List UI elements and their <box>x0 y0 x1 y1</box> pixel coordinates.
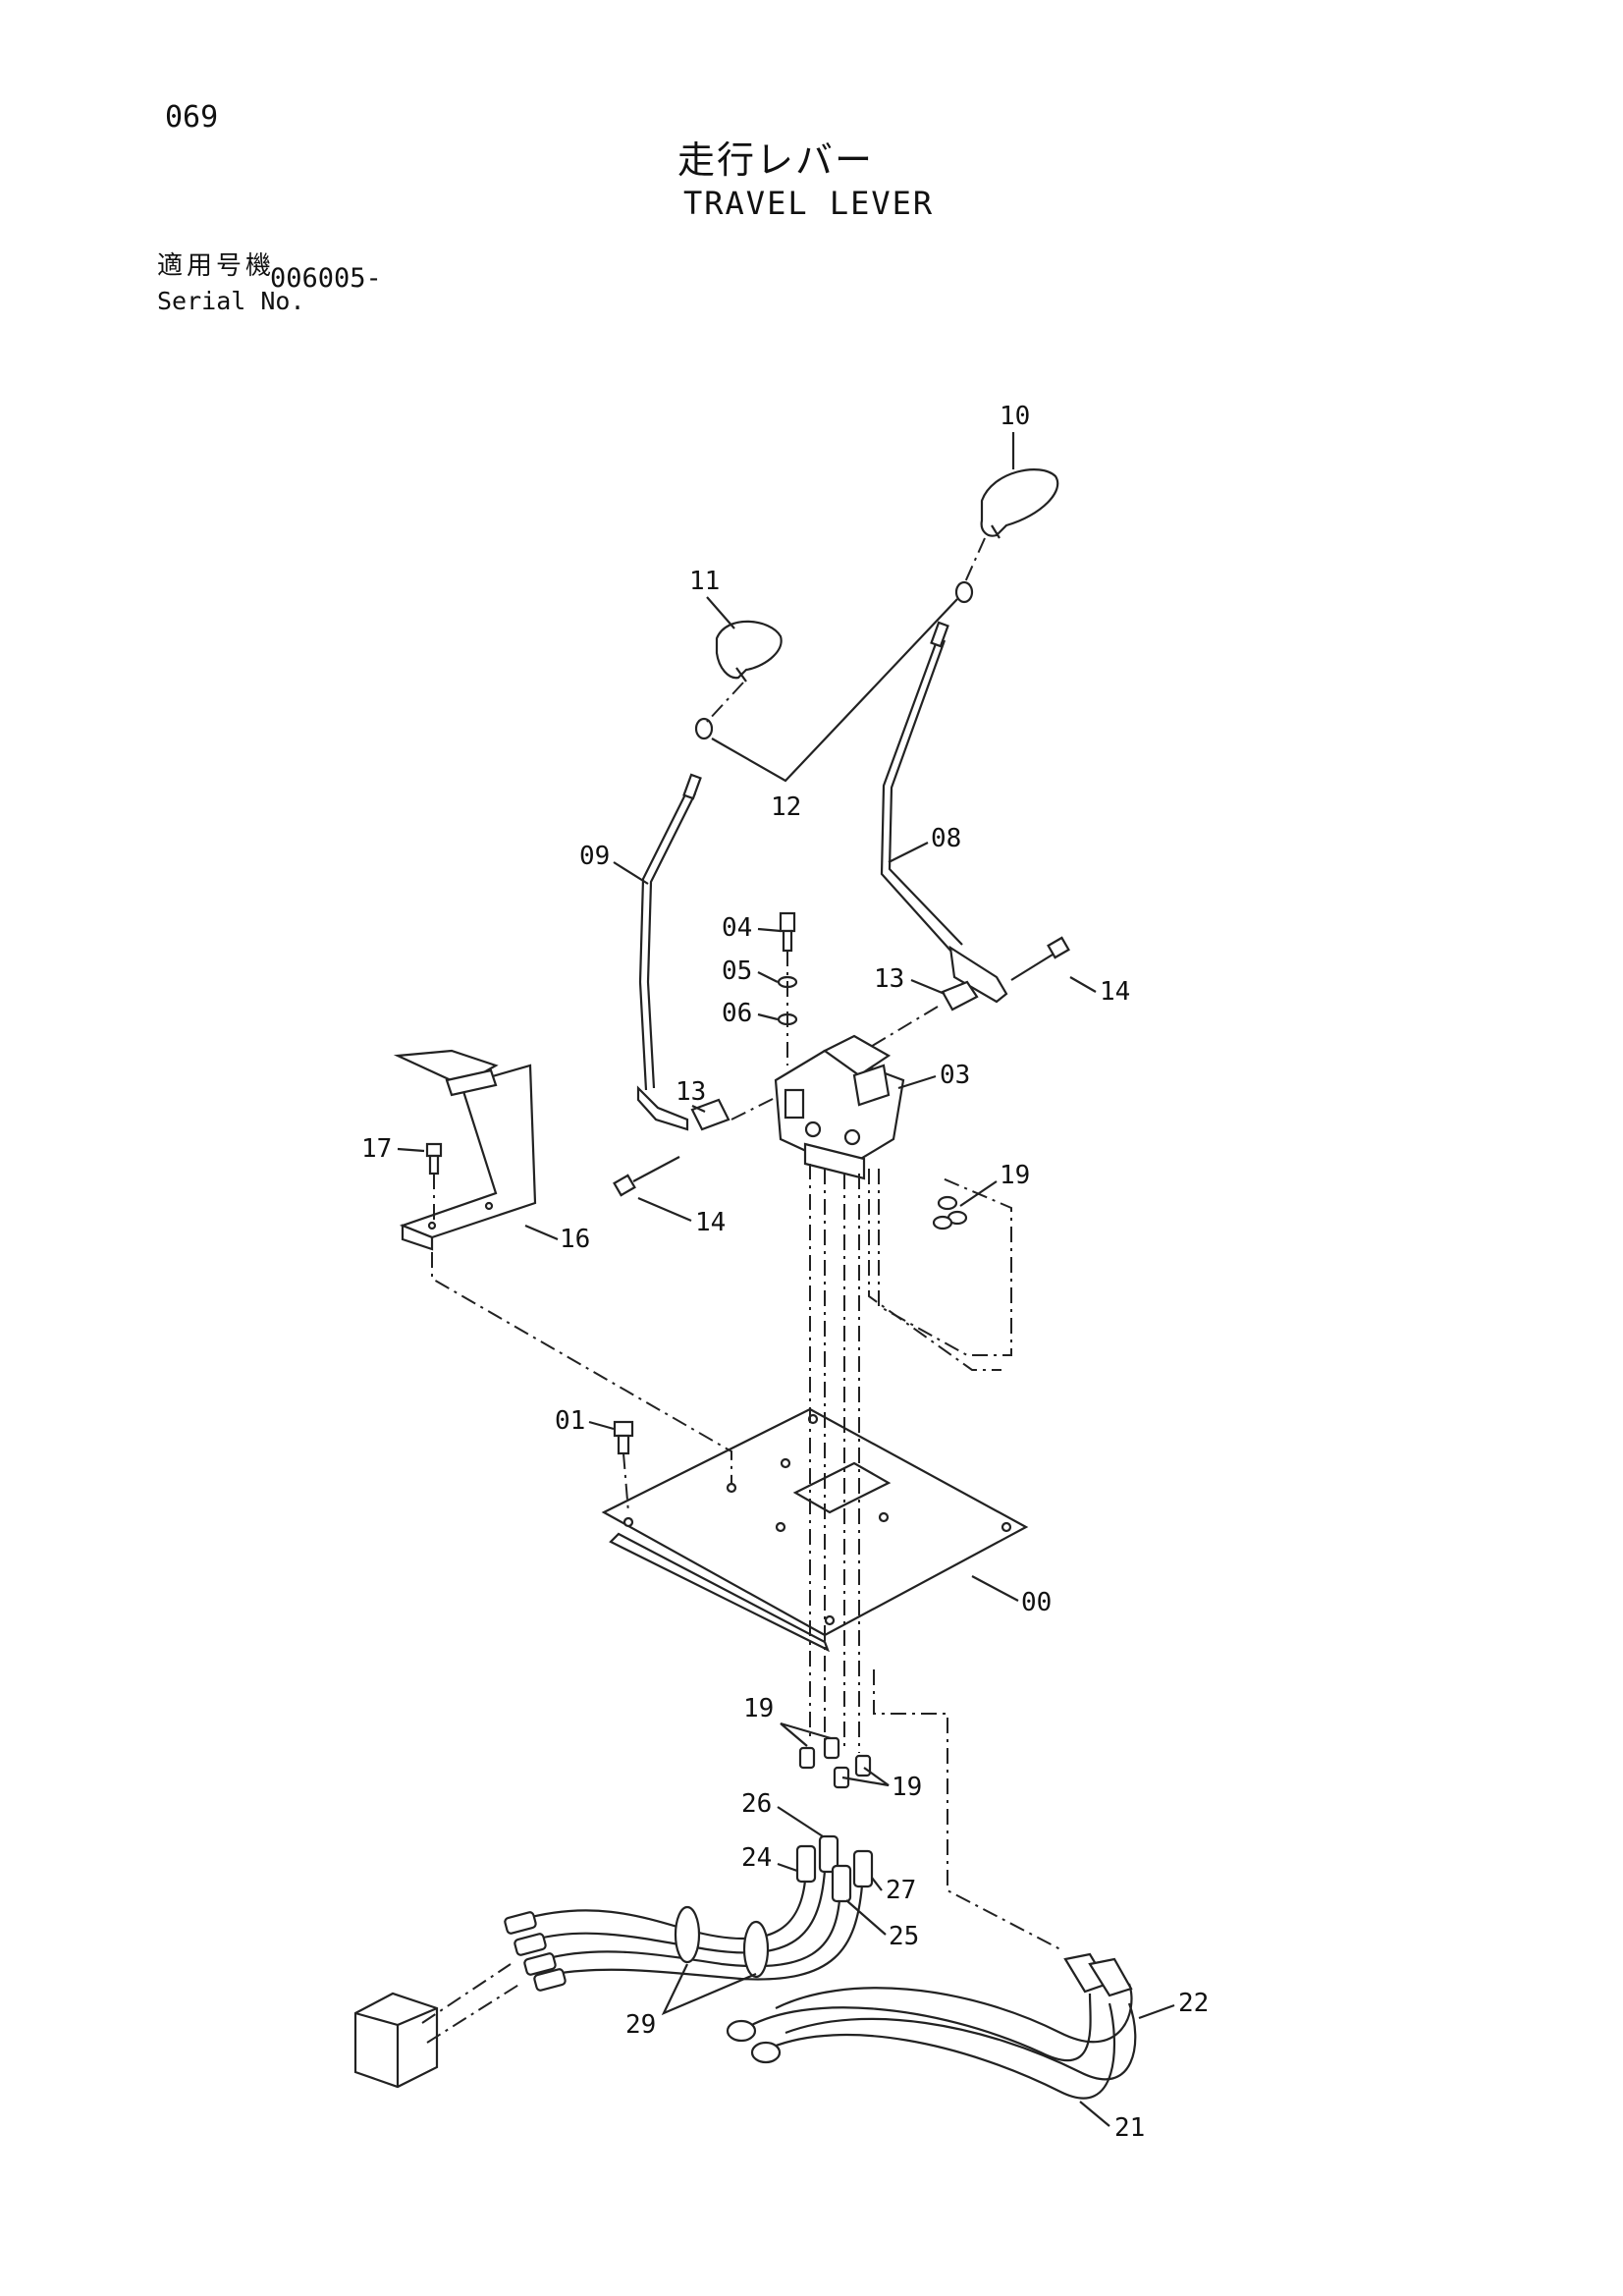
callout-line-14-left <box>637 1196 692 1223</box>
callout-line-13-left <box>691 1105 706 1113</box>
fittings-19-top <box>932 1195 968 1230</box>
applicable-model-label: 適用号機 <box>157 251 276 281</box>
callout-line-06 <box>757 1012 779 1021</box>
callout-05: 05 <box>722 957 752 986</box>
callout-25: 25 <box>889 1922 919 1951</box>
callout-line-19-mid <box>780 1722 832 1747</box>
knob-10 <box>980 468 1059 539</box>
callout-line-03 <box>897 1074 937 1090</box>
lever-08 <box>880 621 1008 1004</box>
callout-00: 00 <box>1021 1588 1052 1617</box>
knob-11 <box>715 620 783 683</box>
callout-26: 26 <box>741 1789 772 1819</box>
callout-line-26 <box>777 1806 824 1837</box>
callout-line-13-right <box>910 978 946 996</box>
callout-line-11 <box>706 596 735 629</box>
callout-14-right: 14 <box>1100 977 1130 1007</box>
leader-13-right <box>863 1006 939 1052</box>
callout-line-00 <box>971 1575 1019 1602</box>
callout-line-24 <box>777 1862 798 1873</box>
collar-13-left <box>690 1098 730 1131</box>
callout-19-mid: 19 <box>743 1694 774 1723</box>
callout-line-01 <box>588 1420 615 1431</box>
page-title-japanese: 走行レバー <box>677 138 875 182</box>
callout-line-19-top <box>959 1180 998 1207</box>
leader-knob11 <box>706 682 744 723</box>
callout-19-top: 19 <box>1000 1161 1030 1190</box>
hose-fittings-24-27 <box>795 1834 874 1903</box>
nut-12-right <box>954 580 974 604</box>
callout-24: 24 <box>741 1843 772 1873</box>
callout-line-19-lower <box>841 1767 890 1787</box>
callout-01: 01 <box>555 1406 585 1436</box>
callout-line-17 <box>397 1147 425 1153</box>
pilot-valve-03 <box>774 1034 905 1180</box>
callout-08: 08 <box>931 824 961 853</box>
bolt-04 <box>779 911 796 953</box>
collar-13-right <box>941 980 979 1011</box>
callout-27: 27 <box>886 1876 916 1905</box>
callout-line-04 <box>757 927 782 933</box>
page-title: TRAVEL LEVER <box>683 185 935 222</box>
callout-06: 06 <box>722 999 752 1028</box>
serial-number-range: 006005- <box>270 263 382 294</box>
callout-17: 17 <box>361 1134 392 1164</box>
leaders-valve-down <box>809 1164 1061 1950</box>
leader-bracket-plate <box>431 1252 732 1483</box>
callout-line-22 <box>1138 2003 1175 2020</box>
callout-09: 09 <box>579 842 610 871</box>
bolt-14-left <box>613 1156 680 1197</box>
callout-13-right: 13 <box>874 964 904 994</box>
callout-line-08 <box>888 842 929 863</box>
callout-line-16 <box>524 1224 559 1241</box>
plate-00 <box>601 1407 1029 1653</box>
leader-13-left <box>730 1094 782 1121</box>
callout-line-29 <box>661 1963 757 2016</box>
callout-21: 21 <box>1114 2113 1145 2143</box>
callout-10: 10 <box>1000 402 1030 431</box>
callout-16: 16 <box>560 1225 590 1254</box>
bolt-01 <box>613 1420 634 1513</box>
callout-line-25 <box>845 1899 887 1936</box>
callout-14-left: 14 <box>695 1208 726 1237</box>
serial-number-label: Serial No. <box>157 287 305 315</box>
valve-block <box>353 1963 521 2089</box>
callout-22: 22 <box>1178 1989 1209 2018</box>
bolt-14-right <box>1010 936 1070 981</box>
callout-29: 29 <box>625 2010 656 2040</box>
bracket-16 <box>393 1049 537 1251</box>
callout-03: 03 <box>940 1061 970 1090</box>
callout-line-27 <box>871 1877 883 1891</box>
callout-line-05 <box>757 971 779 983</box>
callout-line-12 <box>711 598 958 783</box>
hose-bundle-left <box>504 1870 864 1992</box>
callout-12: 12 <box>771 793 801 822</box>
callout-11: 11 <box>689 567 720 596</box>
page-number: 069 <box>165 100 219 135</box>
nut-12-left <box>694 717 714 740</box>
callout-line-09 <box>613 861 649 885</box>
callout-13-left: 13 <box>676 1077 706 1107</box>
callout-04: 04 <box>722 913 752 943</box>
hoses-21-22 <box>726 1952 1137 2100</box>
leader-knob10 <box>963 537 986 585</box>
callout-line-14-right <box>1069 976 1097 993</box>
lever-09 <box>636 773 702 1131</box>
bolt-17 <box>425 1142 443 1223</box>
callout-line-21 <box>1079 2101 1110 2127</box>
callout-19-lower: 19 <box>892 1773 922 1802</box>
